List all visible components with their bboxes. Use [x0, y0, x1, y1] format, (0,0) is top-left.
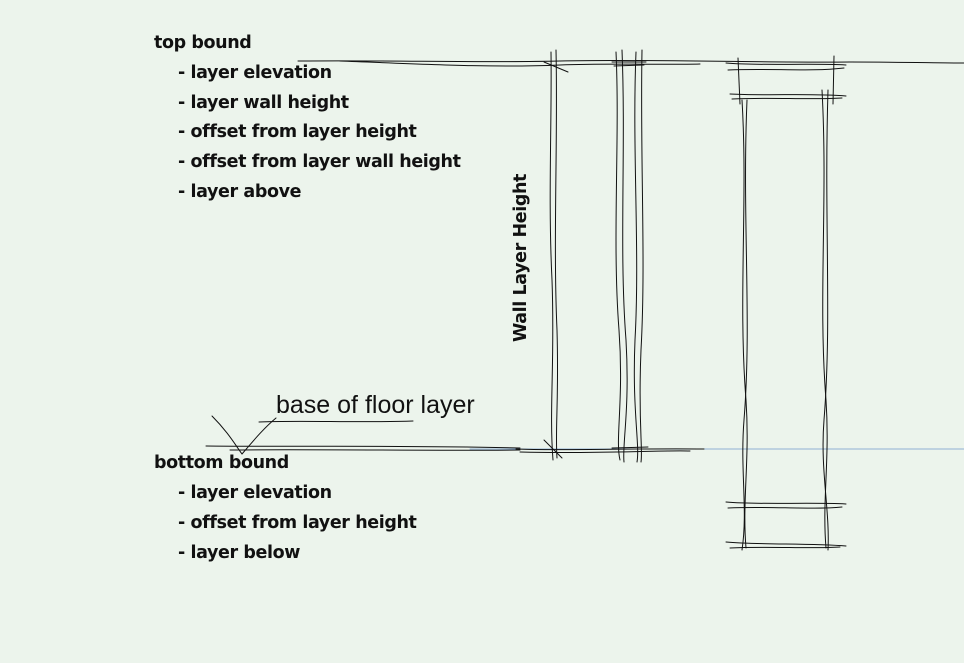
dimension-line: [515, 49, 705, 461]
top-bound-item-layer-elevation: - layer elevation: [178, 63, 332, 83]
bottom-bound-line: [205, 445, 521, 451]
floor-layer: [725, 55, 847, 551]
bottom-bound-heading: bottom bound: [154, 453, 289, 473]
top-bound-item-layer-above: - layer above: [178, 182, 302, 202]
wall-layer-height-label: Wall Layer Height: [511, 173, 531, 343]
top-bound-item-offset-layer-height: - offset from layer height: [178, 122, 417, 142]
top-bound-item-layer-wall-height: - layer wall height: [178, 93, 349, 113]
bottom-bound-item-layer-elevation: - layer elevation: [178, 483, 332, 503]
top-bound-heading: top bound: [154, 33, 252, 53]
bottom-bound-item-offset-layer-height: - offset from layer height: [178, 513, 417, 533]
top-bound-item-offset-wall-height: - offset from layer wall height: [178, 152, 461, 172]
base-of-floor-note: base of floor layer: [276, 391, 475, 419]
wall-layer: [611, 49, 649, 463]
note-leader: [211, 415, 414, 455]
bottom-bound-item-layer-below: - layer below: [178, 543, 301, 563]
